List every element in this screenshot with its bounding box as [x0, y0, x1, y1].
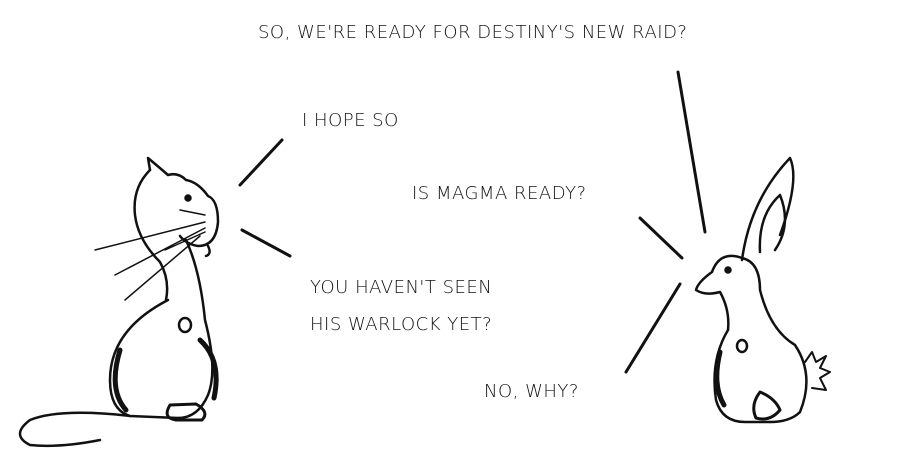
cat-speech-lines: [238, 138, 292, 258]
rabbit-speech-lines: [624, 70, 707, 374]
cat-speech-havent-seen: YOU HAVEN'T SEEN: [310, 277, 493, 298]
rabbit-speech-no-why: NO, WHY?: [484, 381, 579, 402]
cat-speech-hope-so: I HOPE SO: [302, 110, 399, 131]
rabbit-speech-destiny-raid: SO, WE'RE READY FOR DESTINY'S NEW RAID?: [258, 22, 688, 43]
cat-speech-warlock: HIS WARLOCK YET?: [310, 314, 493, 335]
rabbit-speech-magma-ready: IS MAGMA READY?: [412, 183, 587, 204]
rabbit-illustration: [694, 156, 831, 424]
cat-illustration: [18, 156, 220, 448]
